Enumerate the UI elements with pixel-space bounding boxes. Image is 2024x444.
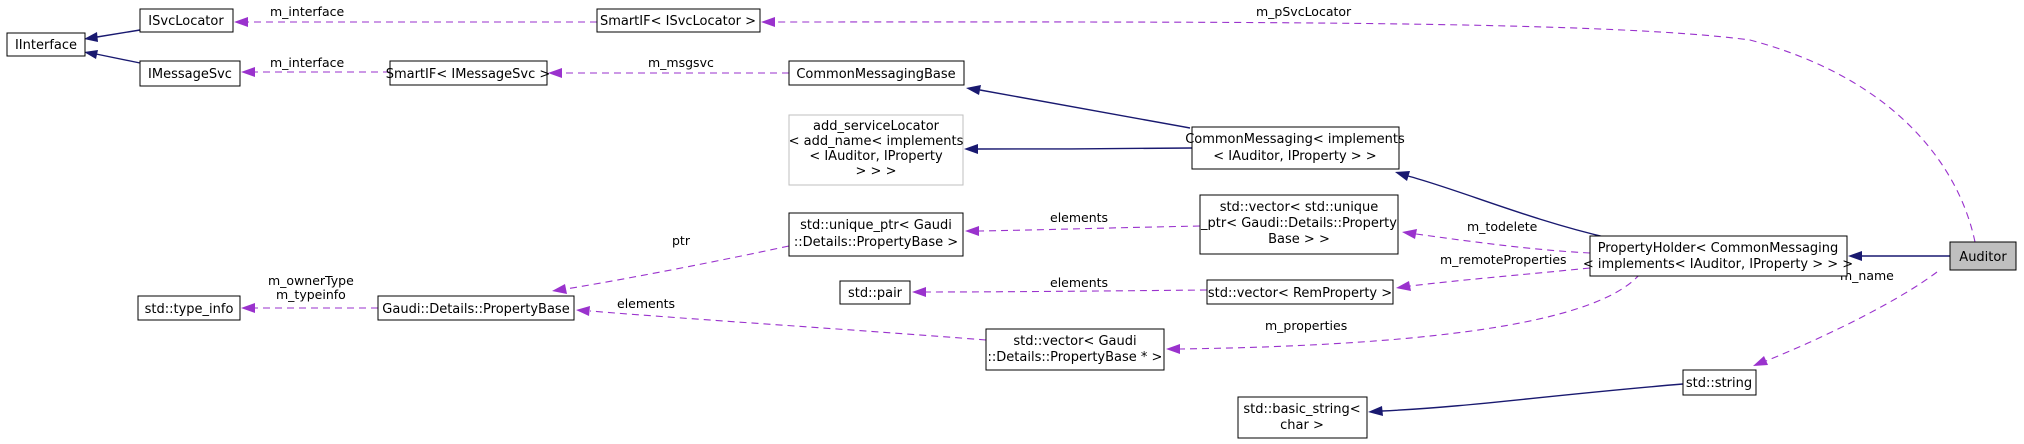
node-std-string[interactable]: std::string <box>1682 369 1757 396</box>
node-isvclocator[interactable]: ISvcLocator <box>139 8 234 33</box>
node-common-messaging-line-2: < IAuditor, IProperty > > <box>1213 149 1376 164</box>
node-iinterface[interactable]: IInterface <box>6 32 86 57</box>
label-ptr: ptr <box>672 233 691 248</box>
node-vector-unique[interactable]: std::vector< std::unique _ptr< Gaudi::De… <box>1199 194 1399 255</box>
edge-smartif-isvclocator-member <box>234 17 597 27</box>
node-isvclocator-label: ISvcLocator <box>148 14 224 29</box>
edge-property-holder-inheritance <box>1848 251 1950 261</box>
edge-properties-member <box>1166 273 1641 354</box>
node-unique-ptr-line-1: std::unique_ptr< Gaudi <box>800 218 952 233</box>
label-m-owner-type: m_ownerType <box>268 273 354 288</box>
edge-todelete-member <box>1402 229 1591 254</box>
node-common-messaging[interactable]: CommonMessaging< implements < IAuditor, … <box>1185 126 1405 170</box>
node-smartif-imessagesvc-label: SmartIF< IMessageSvc > <box>386 67 551 82</box>
node-iinterface-label: IInterface <box>15 38 77 53</box>
node-add-service-locator-line-2: < add_name< implements <box>789 134 964 149</box>
label-elements-3: elements <box>617 296 675 311</box>
edge-unique-ptr-property-base-member <box>552 245 790 294</box>
label-m-todelete: m_todelete <box>1467 219 1538 234</box>
node-auditor-label: Auditor <box>1959 250 2007 265</box>
node-unique-ptr[interactable]: std::unique_ptr< Gaudi ::Details::Proper… <box>788 212 964 257</box>
node-type-info-label: std::type_info <box>145 302 234 317</box>
node-basic-string-line-1: std::basic_string< <box>1243 402 1360 417</box>
node-common-messaging-line-1: CommonMessaging< implements <box>1185 132 1405 147</box>
edge-remote-properties-member <box>1396 267 1591 291</box>
node-basic-string-line-2: char > <box>1280 418 1324 433</box>
edge-imessagesvc-iinterface <box>84 50 141 64</box>
node-unique-ptr-line-2: ::Details::PropertyBase > <box>794 235 958 250</box>
label-m-typeinfo: m_typeinfo <box>276 287 346 302</box>
edge-isvclocator-iinterface <box>84 29 141 42</box>
edge-name-member <box>1753 271 1938 366</box>
edge-basic-string-inheritance <box>1368 383 1684 416</box>
node-vector-unique-line-2: _ptr< Gaudi::Details::Property <box>1200 216 1397 231</box>
node-smartif-isvclocator[interactable]: SmartIF< ISvcLocator > <box>596 8 761 33</box>
label-elements-2: elements <box>1050 275 1108 290</box>
node-property-holder-line-1: PropertyHolder< CommonMessaging <box>1598 241 1839 256</box>
label-m-msgsvc: m_msgsvc <box>648 55 714 70</box>
node-imessagesvc[interactable]: IMessageSvc <box>139 60 241 87</box>
label-m-remote-properties: m_remoteProperties <box>1440 252 1567 267</box>
node-smartif-imessagesvc[interactable]: SmartIF< IMessageSvc > <box>386 60 551 86</box>
node-property-holder-line-2: < implements< IAuditor, IProperty > > > <box>1583 257 1853 272</box>
label-m-properties: m_properties <box>1265 318 1347 333</box>
node-vector-propbase-line-2: ::Details::PropertyBase * > <box>988 350 1163 365</box>
node-type-info[interactable]: std::type_info <box>137 295 241 321</box>
node-std-pair[interactable]: std::pair <box>839 280 911 305</box>
node-add-service-locator-line-1: add_serviceLocator <box>813 119 940 134</box>
node-basic-string[interactable]: std::basic_string< char > <box>1237 396 1368 439</box>
edge-auditor-psvclocator-member <box>761 17 1976 243</box>
node-imessagesvc-label: IMessageSvc <box>148 67 232 82</box>
node-add-service-locator[interactable]: add_serviceLocator < add_name< implement… <box>788 114 964 186</box>
node-vector-remprop[interactable]: std::vector< RemProperty > <box>1206 279 1394 305</box>
label-m-interface-2: m_interface <box>270 55 344 70</box>
edge-vector-unique-unique-ptr-member <box>965 225 1201 236</box>
node-std-string-label: std::string <box>1686 376 1752 391</box>
label-m-interface-1: m_interface <box>270 4 344 19</box>
node-vector-unique-line-1: std::vector< std::unique <box>1220 200 1379 215</box>
label-elements-1: elements <box>1050 210 1108 225</box>
node-add-service-locator-line-3: < IAuditor, IProperty <box>809 149 943 164</box>
node-vector-propbase[interactable]: std::vector< Gaudi ::Details::PropertyBa… <box>985 328 1165 371</box>
node-vector-unique-line-3: Base > > <box>1268 232 1330 247</box>
node-std-pair-label: std::pair <box>848 286 903 301</box>
label-m-name: m_name <box>1840 268 1894 283</box>
node-add-service-locator-line-4: > > > <box>856 164 897 179</box>
edge-vector-remprop-pair-member <box>912 287 1208 297</box>
node-smartif-isvclocator-label: SmartIF< ISvcLocator > <box>600 14 756 29</box>
edge-smartif-imessagesvc-member <box>241 67 390 77</box>
node-property-holder[interactable]: PropertyHolder< CommonMessaging < implem… <box>1583 235 1853 277</box>
edge-common-messaging-inheritance <box>1395 171 1610 239</box>
node-common-messaging-base-label: CommonMessagingBase <box>796 67 955 82</box>
label-m-psvclocator: m_pSvcLocator <box>1256 4 1352 19</box>
edge-msgsvc-member <box>548 68 789 78</box>
edge-common-messaging-base-inheritance <box>966 85 1191 129</box>
edge-add-service-locator-inheritance <box>964 144 1193 154</box>
node-property-base[interactable]: Gaudi::Details::PropertyBase <box>377 295 575 321</box>
node-auditor[interactable]: Auditor <box>1949 241 2017 271</box>
edge-type-info-member <box>241 303 378 313</box>
node-vector-remprop-label: std::vector< RemProperty > <box>1208 286 1392 301</box>
node-common-messaging-base[interactable]: CommonMessagingBase <box>788 60 965 86</box>
node-property-base-label: Gaudi::Details::PropertyBase <box>382 302 569 317</box>
edge-vector-propbase-property-base-member <box>576 306 987 341</box>
node-vector-propbase-line-1: std::vector< Gaudi <box>1013 334 1136 349</box>
